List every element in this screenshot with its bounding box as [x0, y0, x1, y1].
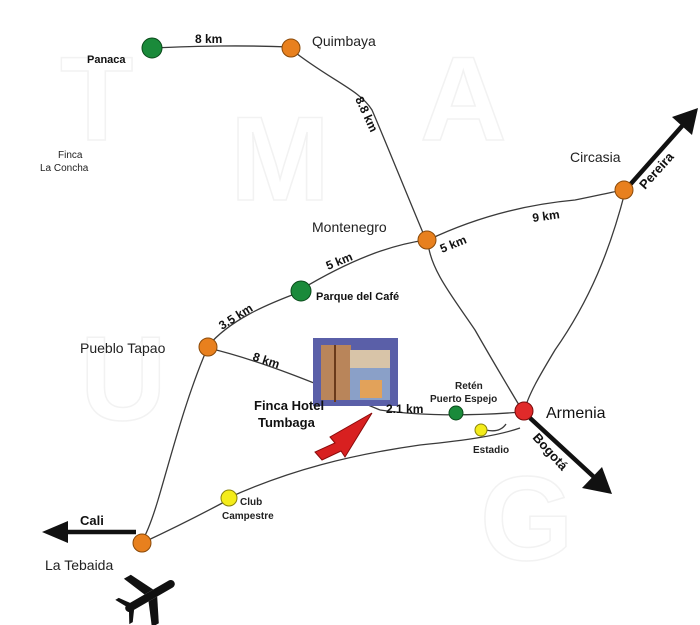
- road-circasia-armenia: [523, 191, 626, 413]
- road-montenegro-armenia: [427, 241, 523, 411]
- label-club-2: Campestre: [222, 511, 274, 522]
- svg-text:U: U: [80, 312, 167, 446]
- arrow-bogota: [528, 416, 612, 494]
- road-montenegro-parque: [299, 239, 427, 291]
- label-finca-la-concha-2: La Concha: [40, 163, 89, 174]
- marker-quimbaya: [281, 38, 301, 58]
- road-panaca-quimbaya: [151, 45, 291, 49]
- dist-montenegro-armenia: 5 km: [438, 233, 469, 256]
- background-watermark: T M A U G: [59, 31, 574, 587]
- road-parque-tapao: [207, 291, 301, 347]
- arrow-pereira: [626, 108, 698, 189]
- dist-tapao-parque: 3.5 km: [216, 301, 255, 333]
- marker-la-tebaida: [132, 533, 152, 553]
- dist-hotel-armenia: 2.1 km: [386, 402, 423, 416]
- label-armenia: Armenia: [546, 405, 606, 422]
- label-panaca: Panaca: [87, 54, 126, 66]
- dist-montenegro-circasia: 9 km: [531, 207, 560, 225]
- road-network: [140, 45, 626, 544]
- dist-panaca-quimbaya: 8 km: [195, 32, 222, 46]
- label-pueblo-tapao: Pueblo Tapao: [80, 340, 166, 356]
- marker-armenia: [514, 401, 534, 421]
- svg-text:A: A: [420, 32, 507, 166]
- label-finca-la-concha-1: Finca: [58, 150, 83, 161]
- road-quimbaya-montenegro: [291, 49, 427, 241]
- svg-text:M: M: [230, 92, 330, 226]
- marker-estadio: [474, 423, 488, 437]
- marker-pueblo-tapao: [198, 337, 218, 357]
- marker-circasia: [614, 180, 634, 200]
- label-parque-del-cafe: Parque del Café: [316, 291, 399, 303]
- marker-parque-del-cafe: [290, 280, 312, 302]
- label-la-tebaida: La Tebaida: [45, 557, 113, 573]
- dist-tapao-hotel: 8 km: [251, 350, 281, 372]
- label-hotel-2: Tumbaga: [258, 415, 316, 430]
- label-montenegro: Montenegro: [312, 219, 387, 235]
- svg-text:T: T: [60, 32, 133, 166]
- label-circasia: Circasia: [570, 149, 621, 165]
- hotel-pointer-arrow: [314, 412, 373, 461]
- road-montenegro-circasia: [427, 189, 625, 241]
- road-tebaida-club: [141, 499, 229, 544]
- label-quimbaya: Quimbaya: [312, 33, 376, 49]
- svg-text:G: G: [480, 452, 573, 586]
- label-reten-1: Retén: [455, 381, 483, 392]
- road-estadio-spur: [485, 423, 507, 432]
- road-hotel-armenia: [379, 409, 523, 416]
- marker-club-campestre: [220, 489, 238, 507]
- label-estadio: Estadio: [473, 445, 509, 456]
- road-club-armenia: [227, 427, 521, 499]
- label-reten-2: Puerto Espejo: [430, 394, 497, 405]
- place-markers: [132, 37, 634, 553]
- place-labels: Panaca Quimbaya Finca La Concha Circasia…: [40, 33, 621, 573]
- hotel-photo: [313, 338, 398, 406]
- road-tapao-tebaida: [140, 348, 208, 544]
- label-club-1: Club: [240, 497, 262, 508]
- label-hotel-1: Finca Hotel: [254, 398, 324, 413]
- marker-panaca: [141, 37, 163, 59]
- marker-montenegro: [417, 230, 437, 250]
- marker-reten: [448, 405, 464, 421]
- arrow-cali: [42, 521, 136, 543]
- dist-quimbaya-montenegro: 8.8 km: [352, 94, 380, 134]
- airplane-icon: [115, 574, 175, 625]
- dir-cali: Cali: [80, 513, 104, 528]
